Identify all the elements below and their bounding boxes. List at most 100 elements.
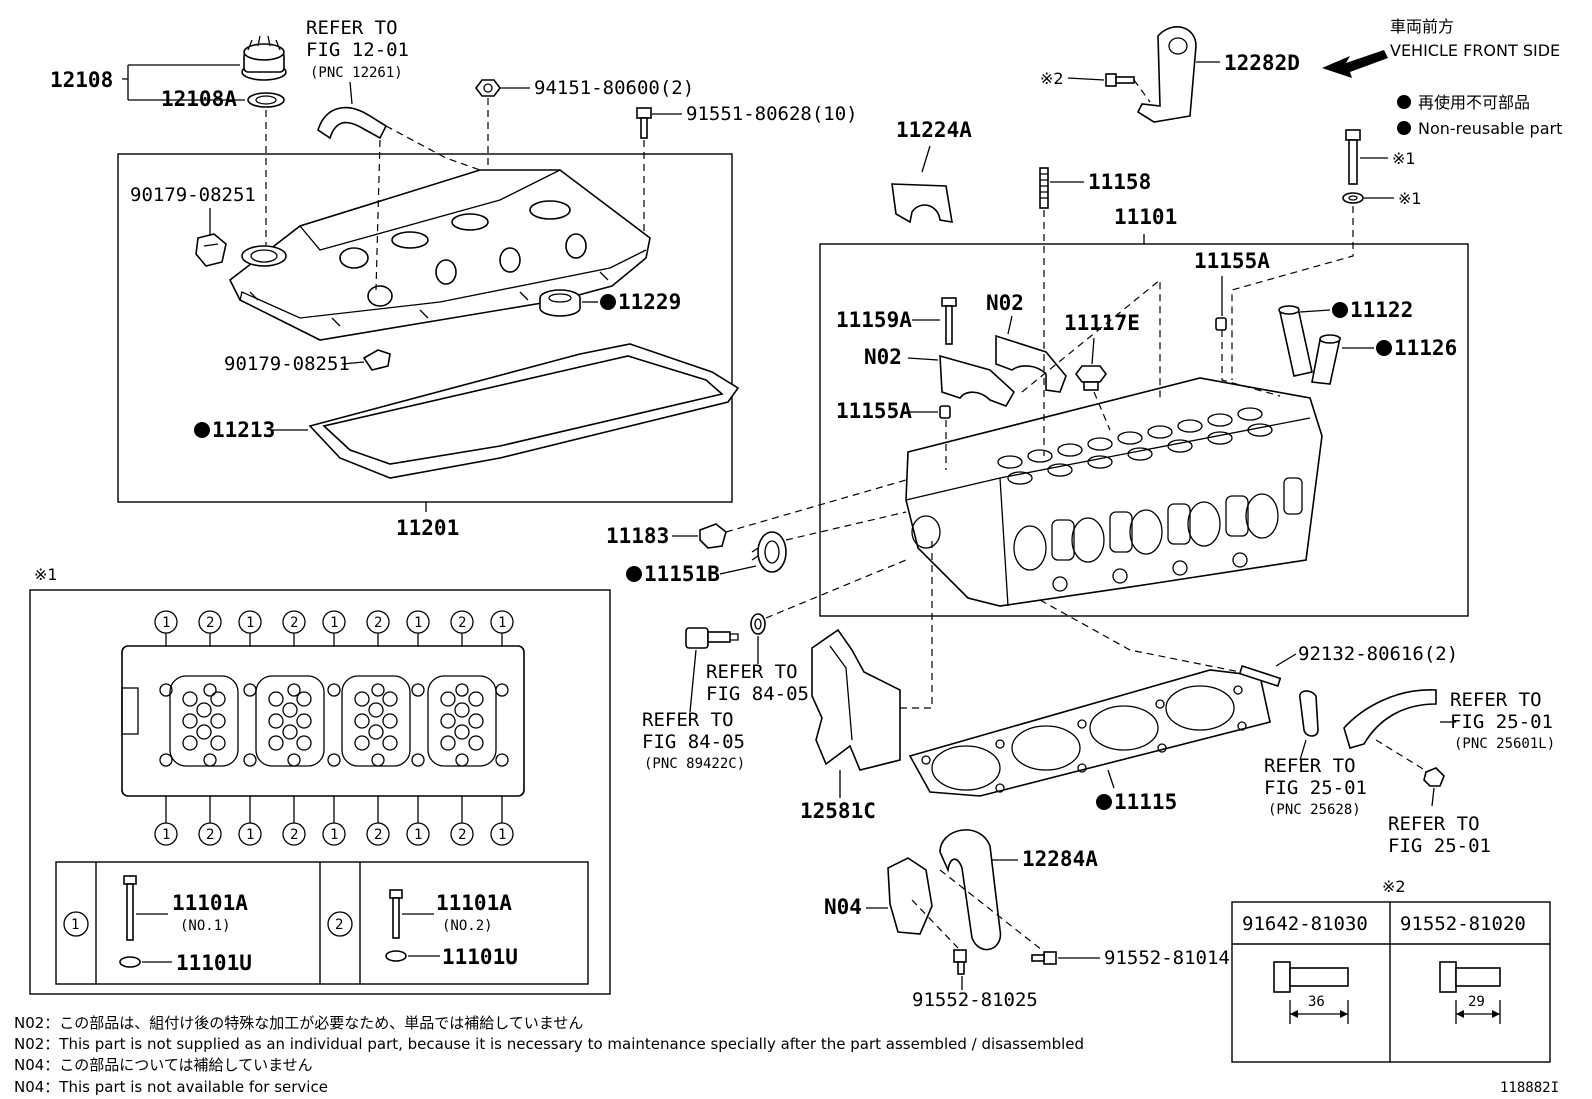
head-gasket-icon: [908, 669, 1271, 797]
stud-bolt-icon: [1238, 665, 1282, 687]
valve-port: [268, 735, 284, 751]
bolt-hole: [159, 683, 173, 697]
pcv-hose-icon: [317, 106, 388, 140]
label-N04: N04: [824, 895, 862, 919]
bolt-icon: [1273, 961, 1349, 993]
valve-port: [454, 724, 470, 740]
bolt2-part: 11101A: [436, 891, 512, 915]
ref-12-01-line3: (PNC 12261): [310, 65, 403, 81]
washer-icon: [1342, 192, 1364, 204]
sequence-number: 1: [498, 827, 506, 843]
valve-port: [268, 713, 284, 729]
label-12581C: 12581C: [800, 799, 876, 823]
valve-port: [282, 724, 298, 740]
ref-84-05-a-line2: FIG 84-05: [706, 683, 809, 705]
dowel-pin-icon: [939, 405, 951, 419]
oil-filler-cap-icon: [241, 35, 287, 81]
sequence-number: 1: [414, 827, 422, 843]
bolt-icon: [941, 297, 957, 345]
label-91552-81014: 91552-81014: [1104, 947, 1230, 969]
oil-filler-gasket-icon: [247, 92, 285, 108]
sequence-number: 1: [162, 827, 170, 843]
label-11213: 11213: [212, 418, 275, 442]
valve-port: [440, 735, 456, 751]
ref-84-05-a-line1: REFER TO: [706, 661, 798, 683]
stud-bolt-icon: [1039, 167, 1049, 209]
bolt-hole: [411, 683, 425, 697]
sequence-circle: [406, 610, 430, 634]
mark1-bolt: ※1: [1392, 149, 1416, 168]
head-cover-gasket-icon: [308, 343, 740, 479]
front-label-jp: 車両前方: [1390, 17, 1454, 36]
label-90179-top: 90179-08251: [130, 184, 256, 206]
bolt-table: ※2 91642-81030 91552-81020 36 29: [1231, 877, 1551, 1063]
ref-25-01-a-line3: (PNC 25601L): [1454, 736, 1555, 752]
sequence-number: 1: [330, 827, 338, 843]
cylinder-head-cover-group: 12108 12108A REFER TO FIG 12-01 (PNC 122…: [50, 17, 858, 540]
label-11101: 11101: [1114, 205, 1177, 229]
ref-12-01-line1: REFER TO: [306, 17, 398, 39]
head-bolt-icon: [389, 889, 403, 939]
label-11183: 11183: [606, 524, 669, 548]
label-12108A: 12108A: [161, 87, 237, 111]
bolt-icon: [1439, 961, 1501, 993]
sequence-circle: [154, 610, 178, 634]
outlet-gasket-icon: [1299, 690, 1319, 737]
table-col1-header: 91642-81030: [1242, 913, 1368, 935]
engine-hanger-icon: [939, 829, 1002, 951]
note-n02-en: N02：This part is not supplied as an indi…: [14, 1035, 1084, 1053]
nut-icon: [475, 79, 501, 97]
camshaft-cap-icon: [995, 334, 1067, 393]
seq-circle-2: [327, 911, 353, 937]
bolt-hole: [455, 753, 469, 767]
front-label-en: VEHICLE FRONT SIDE: [1390, 41, 1560, 60]
camshaft-cap-icon: [939, 354, 1016, 407]
valve-port: [382, 735, 398, 751]
valve-port: [296, 735, 312, 751]
sequence-number: 1: [330, 615, 338, 631]
valve-port: [210, 691, 226, 707]
table-mark: ※2: [1382, 877, 1406, 896]
sequence-number: 2: [206, 615, 214, 631]
bolt-hole: [327, 683, 341, 697]
bolt2-washer: 11101U: [442, 945, 518, 969]
ref-12-01-line2: FIG 12-01: [306, 39, 409, 61]
washer-icon: [385, 950, 407, 962]
valve-port: [440, 713, 456, 729]
non-reusable-dot: [194, 422, 210, 438]
sequence-circle: [154, 822, 178, 846]
bolt-hole: [203, 753, 217, 767]
label-N02-mid: N02: [864, 345, 902, 369]
sequence-circle: [322, 610, 346, 634]
clip-icon: [195, 233, 227, 267]
label-92132: 92132-80616(2): [1298, 643, 1458, 665]
ref-25-01-c-line1: REFER TO: [1388, 813, 1480, 835]
label-N02-top: N02: [986, 291, 1024, 315]
oil-seal-icon: [751, 531, 787, 573]
bolt-icon: [636, 107, 652, 139]
bolt-hole: [159, 753, 173, 767]
non-reusable-dot: [1376, 340, 1392, 356]
dowel-pin-icon: [1215, 317, 1227, 331]
label-11155A-mid: 11155A: [836, 399, 912, 423]
bolt-icon: [1031, 951, 1057, 965]
bolt-icon: [953, 949, 967, 975]
sequence-circle: [238, 610, 262, 634]
valve-port: [368, 702, 384, 718]
sequence-circle: [282, 610, 306, 634]
valve-port: [282, 702, 298, 718]
sequence-number: 2: [374, 827, 382, 843]
bolt-hole: [371, 753, 385, 767]
label-12284A: 12284A: [1022, 847, 1098, 871]
sequence-circle: [490, 822, 514, 846]
bolt-hole: [203, 683, 217, 697]
legend: 再使用不可部品 Non-reusable part: [1397, 93, 1562, 138]
valve-port: [182, 713, 198, 729]
legend-dot-icon: [1397, 95, 1411, 109]
bearing-cap-icon: [891, 183, 953, 224]
water-pipe-icon: [1343, 689, 1437, 749]
ref-25-01-c-line2: FIG 25-01: [1388, 835, 1491, 857]
bolt-icon: [1105, 73, 1135, 87]
combustion-chamber: [255, 675, 325, 767]
